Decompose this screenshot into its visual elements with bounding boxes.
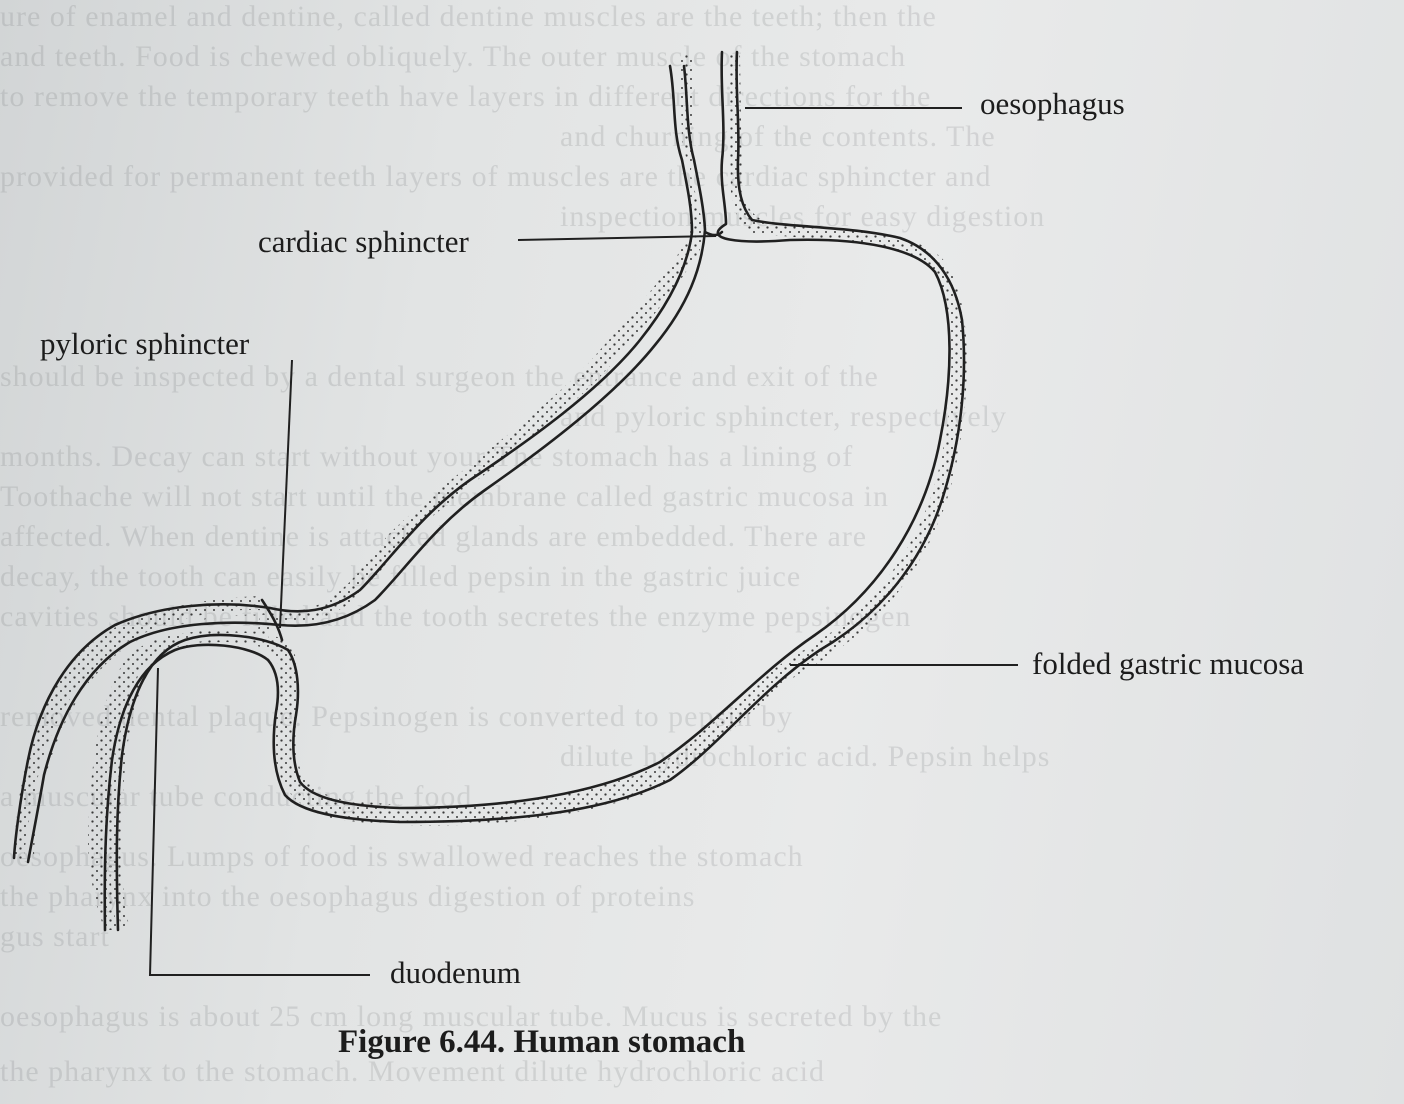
lesser-curvature-outer	[12, 64, 694, 860]
bg-text-line: and pyloric sphincter, respectively	[560, 400, 1007, 433]
label-pyloric-sphincter: pyloric sphincter	[40, 326, 250, 361]
bg-text-line: oesophagus. Lumps of food is swallowed r…	[0, 840, 804, 873]
bg-text-line: gus start	[0, 920, 110, 953]
label-folded-gastric-mucosa: folded gastric mucosa	[1032, 646, 1305, 681]
cardiac-sphincter-notch	[703, 230, 724, 237]
leader-lines	[148, 107, 1018, 976]
bg-text-line: decay, the tooth can easily be filled pe…	[0, 560, 802, 593]
duodenum-outer	[103, 643, 270, 932]
bg-text-line: oesophagus is about 25 cm long muscular …	[0, 1000, 943, 1033]
leader-line-cardiac-sphincter	[517, 235, 717, 241]
bg-text-line: provided for permanent teeth layers of m…	[0, 160, 992, 193]
greater-curvature-outer	[266, 50, 966, 824]
figure-caption: Figure 6.44. Human stomach	[338, 1024, 746, 1060]
leader-line-pyloric-sphincter	[279, 359, 293, 629]
label-cardiac-sphincter: cardiac sphincter	[258, 224, 469, 259]
label-duodenum: duodenum	[390, 955, 521, 990]
bg-text-line: should be inspected by a dental surgeon …	[0, 360, 879, 393]
duodenum-inner	[115, 633, 290, 932]
bg-text-line: dilute hydrochloric acid. Pepsin helps	[560, 740, 1051, 773]
bg-text-line: ure of enamel and dentine, called dentin…	[0, 0, 937, 33]
label-oesophagus: oesophagus	[980, 86, 1125, 121]
stomach-wall-outlines	[12, 50, 966, 932]
greater-curvature-inner	[286, 50, 951, 810]
bg-text-line: and churning of the contents. The	[560, 120, 996, 153]
pyloric-bulge	[260, 598, 284, 642]
stomach-wall-fill	[14, 55, 967, 930]
bg-text-line: months. Decay can start without your The…	[0, 440, 854, 473]
lesser-curvature-inner	[26, 64, 707, 864]
leader-line-duodenum	[148, 667, 370, 976]
bg-text-line: and teeth. Food is chewed obliquely. The…	[0, 40, 907, 73]
bg-text-line: the pharynx to the stomach. Movement dil…	[0, 1055, 825, 1088]
